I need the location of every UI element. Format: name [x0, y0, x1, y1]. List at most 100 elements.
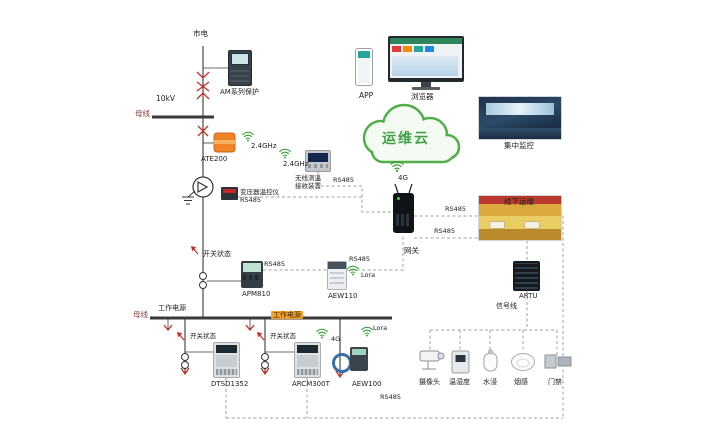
dashboard-header [390, 38, 462, 44]
label-temp-humidity: 温湿度 [449, 378, 470, 386]
label-relay: AM系列保护 [220, 88, 259, 96]
dashboard-chart [392, 56, 458, 76]
photo-vehicle [488, 221, 505, 230]
label-24ghz-1: 2.4GHz [251, 142, 277, 150]
label-voltage: 10kV [156, 94, 176, 103]
aew100-display [352, 349, 366, 355]
label-rs485-aew110: RS485 [349, 255, 371, 263]
label-apm810: APM810 [242, 290, 271, 298]
door-sensor-icon [544, 354, 572, 369]
aew110-converter-device [327, 261, 347, 290]
arcm300t-monitor-device [294, 342, 321, 378]
transformer-temp-controller-device [221, 187, 238, 200]
apm810-meter-device [241, 261, 263, 288]
label-switch-status-b1: 开关状态 [190, 332, 216, 340]
app-phone-device [355, 48, 373, 86]
label-switch-status-b2: 开关状态 [270, 332, 296, 340]
label-artu: ARTU [519, 292, 538, 300]
label-txctrl-line1: 变压器温控仪 [240, 188, 279, 196]
phone-screen [358, 51, 370, 83]
photo-vehicle [524, 221, 541, 230]
aew100-wireless-meter-device [332, 344, 368, 376]
wifi-icon-aew110-lora [347, 265, 359, 277]
apm-display [243, 263, 261, 272]
dashboard-tile [392, 46, 401, 52]
label-gateway: 网关 [404, 246, 419, 255]
meter-body [297, 355, 318, 367]
meter-display [297, 345, 318, 353]
label-browser: 浏览器 [411, 92, 434, 101]
camera-icon [419, 350, 445, 370]
temp-humidity-icon [451, 350, 470, 374]
central-monitoring-photo [478, 96, 562, 140]
label-lora-aew100: Lora [373, 324, 388, 332]
label-working-power-left: 工作电源 [158, 304, 186, 312]
breaker-symbols [196, 71, 210, 137]
gateway-antenna-icons [394, 183, 413, 194]
photo-screen-wall [485, 102, 555, 116]
monitor-stand [421, 82, 431, 87]
label-rs485-receiver: RS485 [333, 176, 355, 184]
ate200-sensor [213, 132, 236, 153]
artu-terminal-rows [515, 263, 538, 289]
aew100-module [350, 347, 368, 371]
ground-symbol [182, 190, 196, 205]
meter-terminals [297, 369, 318, 375]
water-sensor-icon [483, 349, 498, 372]
gateway-led [397, 197, 400, 200]
apm-buttons [243, 275, 261, 280]
label-water: 水浸 [483, 378, 497, 386]
meter-display [216, 345, 237, 353]
label-app: APP [359, 91, 374, 100]
relay-screen [231, 53, 249, 65]
label-offline-ops: 线下运维 [504, 197, 534, 206]
power-lines [150, 46, 392, 377]
label-cloud: 运维云 [382, 131, 430, 147]
label-4g-gateway: 4G [398, 174, 408, 182]
gateway-device [393, 193, 414, 233]
monitor-screen [388, 36, 464, 82]
cloud-shape [362, 103, 461, 164]
transformer-symbol [192, 176, 214, 198]
protection-relay-device [228, 50, 252, 86]
load-end-arrows [163, 324, 345, 379]
label-rs485-apm: RS485 [264, 260, 286, 268]
label-signal-line: 信号线 [496, 302, 517, 310]
dtsd1352-meter-device [213, 342, 240, 378]
label-lora-aew110: Lora [361, 271, 376, 279]
artu-rtu-device [513, 261, 540, 291]
label-mains: 市电 [193, 29, 208, 38]
label-txctrl-line2: RS485 [240, 196, 262, 204]
offline-ops-photo [478, 195, 562, 241]
gateway-ports [396, 214, 411, 226]
browser-monitor-device [388, 36, 464, 90]
label-receiver-line2: 接收装置 [295, 182, 321, 190]
meter-body [216, 355, 237, 367]
label-dtsd1352: DTSD1352 [211, 380, 249, 388]
monitor-base [412, 87, 440, 90]
receiver-buttons [308, 164, 328, 168]
label-busbar-top: 母线 [135, 109, 150, 118]
label-ate200: ATE200 [201, 155, 228, 163]
label-working-power-right: 工作电源 [271, 311, 303, 320]
label-24ghz-2: 2.4GHz [283, 160, 309, 168]
label-busbar-bottom: 母线 [133, 310, 148, 319]
wifi-icon-receiver [279, 148, 291, 160]
meter-terminals [216, 369, 237, 375]
wifi-icon-aew100-lora [361, 326, 373, 338]
aew110-top-cap [328, 262, 346, 269]
label-4g-arcm: 4G [331, 335, 341, 343]
dashboard-body [390, 44, 462, 78]
label-rs485-trunk2: RS485 [434, 227, 456, 235]
aew110-vents [330, 272, 344, 284]
aew100-ct-ring [332, 353, 352, 373]
relay-buttons [231, 67, 249, 82]
photo-desks [479, 128, 561, 139]
txctrl-display [223, 189, 236, 193]
label-central-monitoring: 集中监控 [504, 141, 534, 150]
dashboard-tile [414, 46, 423, 52]
label-aew110: AEW110 [328, 292, 358, 300]
receiver-display [308, 153, 328, 162]
